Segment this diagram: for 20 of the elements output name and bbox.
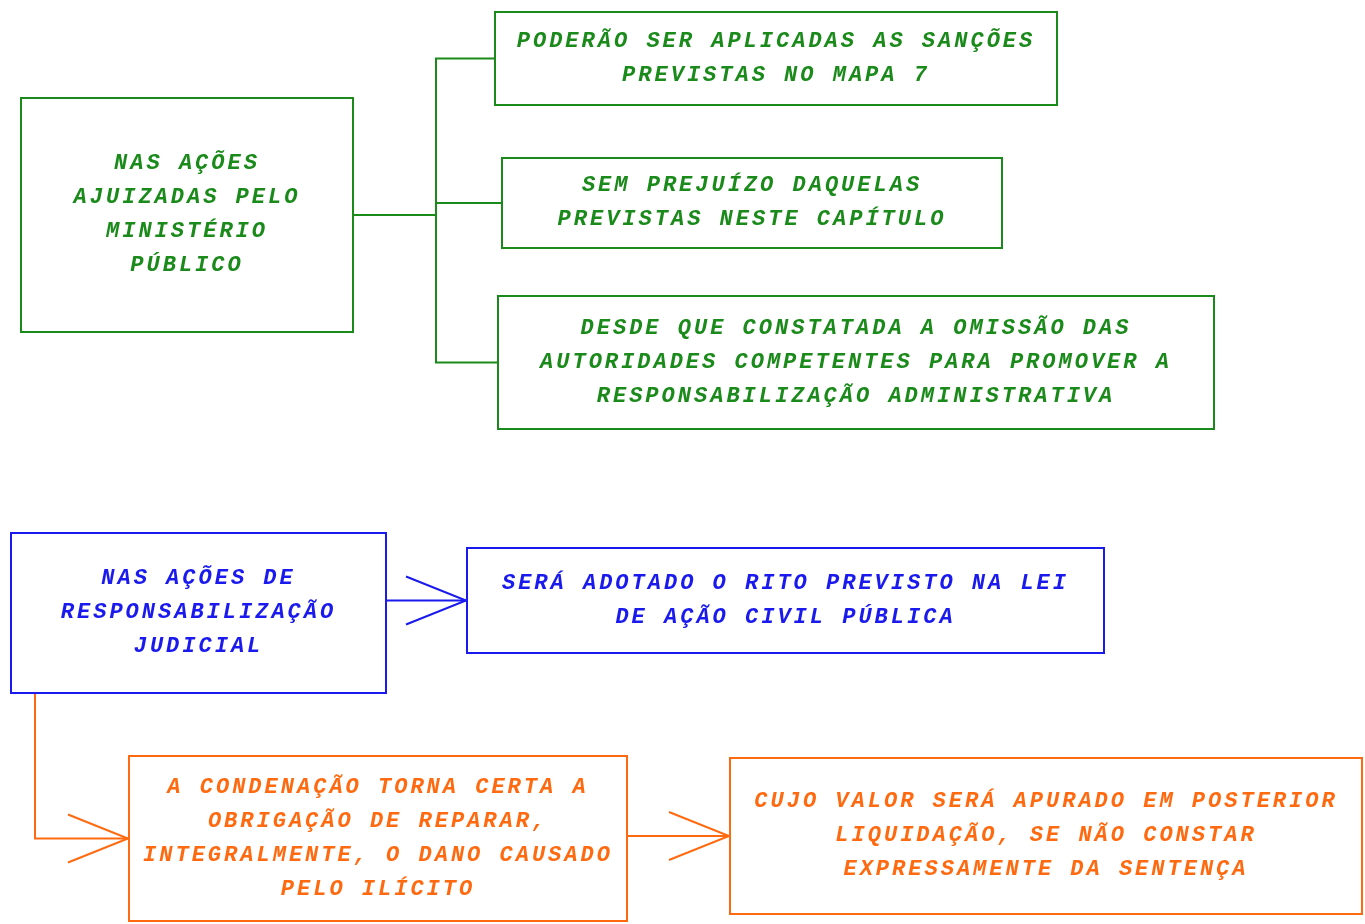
arrow [627,811,730,861]
box-text: NAS AÇÕES AJUIZADAS PELO MINISTÉRIO PÚBLICO [71,149,302,280]
arrow [34,693,129,864]
text-box [128,755,628,922]
text-box [20,97,354,333]
box-text: SEM PREJUÍZO DAQUELAS PREVISTAS NESTE CAPÍTULO [556,171,948,234]
text-box [10,532,387,694]
box-text: A CONDENAÇÃO TORNA CERTA A OBRIGAÇÃO DE REPARAR, INTEGRALMENTE, O DANO CAUSADO PELO ILÍCITO [142,773,614,904]
text-box [466,547,1105,654]
box-text: SERÁ ADOTADO O RITO PREVISTO NA LEI DE AÇÃO CIVIL PÚBLICA [500,569,1071,632]
text-box [497,295,1215,430]
text-box [494,11,1058,106]
box-text: DESDE QUE CONSTATADA A OMISSÃO DAS AUTORIDADES COMPETENTES PARA PROMOVER A RESPONSABILIZAÇÃO ADMINISTRATIVA [538,314,1173,411]
box-text: PODERÃO SER APLICADAS AS SANÇÕES PREVISTAS NO MAPA 7 [516,27,1036,90]
arrow [386,575,467,626]
text-box [729,757,1363,915]
box-text: NAS AÇÕES DE RESPONSABILIZAÇÃO JUDICIAL [59,564,338,661]
text-box [501,157,1003,249]
connector-line [353,214,498,364]
box-text: CUJO VALOR SERÁ APURADO EM POSTERIOR LIQUIDAÇÃO, SE NÃO CONSTAR EXPRESSAMENTE DA SENTENÇA [753,787,1339,884]
